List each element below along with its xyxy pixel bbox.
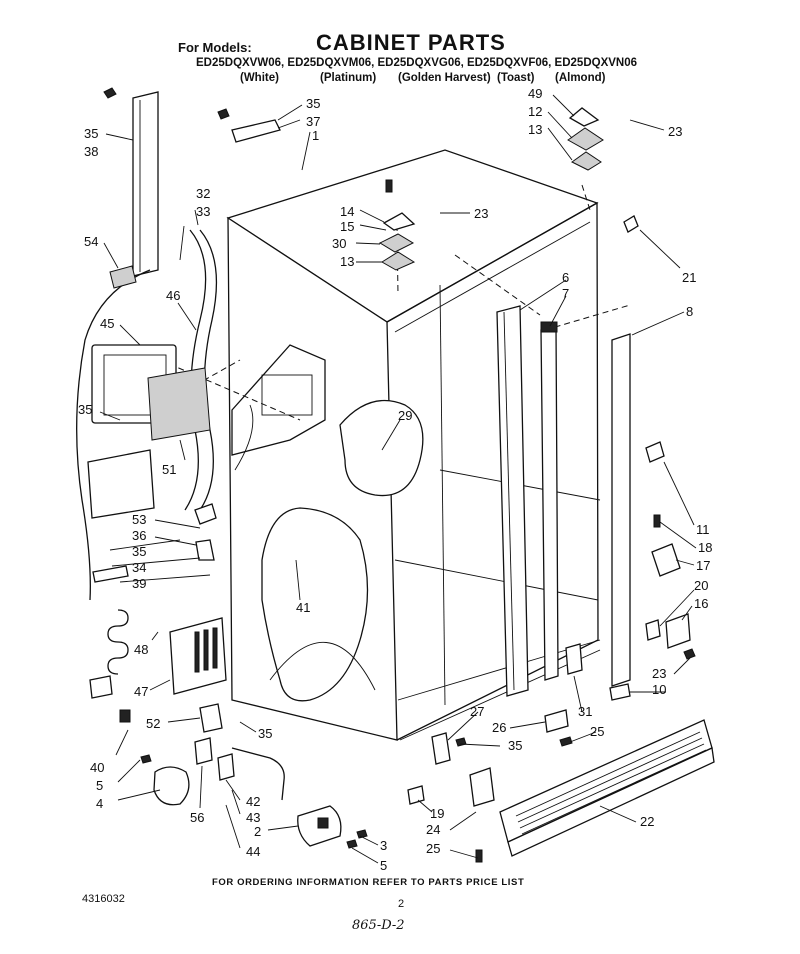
callout-label: 40: [90, 760, 104, 775]
callout-label: 22: [640, 814, 654, 829]
callout-label: 35: [508, 738, 522, 753]
callout-label: 11: [696, 522, 710, 537]
model-list: ED25DQXVW06, ED25DQXVM06, ED25DQXVG06, E…: [196, 57, 638, 69]
callout-label: 4: [96, 796, 103, 811]
top-hinge-center: [378, 179, 416, 271]
callout-label: 13: [528, 122, 542, 137]
callout-label: 41: [296, 600, 310, 615]
callout-label: 10: [652, 682, 666, 697]
callout-label: 35: [132, 544, 146, 559]
color-golden-harvest: (Golden Harvest): [398, 72, 491, 84]
leader-lines: [99, 94, 697, 864]
right-hardware: [609, 215, 696, 701]
callout-label: 23: [474, 206, 488, 221]
callout-label: 46: [166, 288, 180, 303]
callout-label: 45: [100, 316, 114, 331]
callout-label: 14: [340, 204, 354, 219]
color-toast: (Toast): [497, 72, 535, 84]
callout-label: 26: [492, 720, 506, 735]
callout-label: 17: [696, 558, 710, 573]
callout-label: 54: [84, 234, 98, 249]
callout-label: 24: [426, 822, 440, 837]
callout-label: 29: [398, 408, 412, 423]
callout-label: 39: [132, 576, 146, 591]
color-platinum: (Platinum): [320, 72, 377, 84]
callout-label: 20: [694, 578, 708, 593]
callout-label: 13: [340, 254, 354, 269]
callout-label: 56: [190, 810, 204, 825]
callout-label: 42: [246, 794, 260, 809]
callout-label: 51: [162, 462, 176, 477]
callout-label: 5: [96, 778, 103, 793]
callout-label: 21: [682, 270, 696, 285]
callout-label: 27: [470, 704, 484, 719]
ordering-note: FOR ORDERING INFORMATION REFER TO PARTS …: [212, 877, 525, 888]
trim-strip-38: [103, 87, 159, 277]
callout-label: 36: [132, 528, 146, 543]
callout-label: 32: [196, 186, 210, 201]
callout-label: 6: [562, 270, 569, 285]
page-title: CABINET PARTS: [316, 30, 506, 55]
callout-label: 3: [380, 838, 387, 853]
callout-label: 47: [134, 684, 148, 699]
top-bracket-37: [217, 108, 281, 143]
callout-label: 33: [196, 204, 210, 219]
callout-label: 1: [312, 128, 319, 143]
color-almond: (Almond): [555, 72, 606, 84]
control-box: [169, 617, 227, 695]
callout-label: 12: [528, 104, 542, 119]
part-number: 4316032: [82, 893, 125, 905]
callout-label: 23: [668, 124, 682, 139]
callout-label: 5: [380, 858, 387, 873]
callout-label: 7: [562, 286, 569, 301]
callout-label: 19: [430, 806, 444, 821]
callout-label: 18: [698, 540, 712, 555]
callout-label: 15: [340, 219, 354, 234]
bottom-hinge: [297, 805, 368, 849]
callout-label: 2: [254, 824, 261, 839]
callout-numbers: 35 38 54 32 33 46 45 35 51 53 36 35 34 3…: [78, 86, 712, 873]
callout-label: 35: [258, 726, 272, 741]
for-models-label: For Models:: [178, 40, 252, 55]
top-hinge-right: [567, 107, 604, 171]
callout-label: 35: [84, 126, 98, 141]
page-number: 2: [398, 898, 405, 910]
door-panels: [496, 305, 631, 697]
callout-label: 8: [686, 304, 693, 319]
bottom-left-hardware: [140, 703, 285, 806]
callout-label: 48: [134, 642, 148, 657]
callout-label: 37: [306, 114, 320, 129]
callout-label: 16: [694, 596, 708, 611]
callout-label: 34: [132, 560, 146, 575]
handwritten-note: 865-D-2: [352, 918, 405, 933]
callout-label: 30: [332, 236, 346, 251]
color-white: (White): [240, 72, 279, 84]
callout-label: 25: [426, 841, 440, 856]
callout-label: 35: [306, 96, 320, 111]
callout-label: 31: [578, 704, 592, 719]
callout-label: 49: [528, 86, 542, 101]
bottom-small-parts: [407, 643, 583, 807]
callout-label: 52: [146, 716, 160, 731]
callout-label: 43: [246, 810, 260, 825]
callout-label: 25: [590, 724, 604, 739]
base-grille: [475, 719, 715, 863]
callout-label: 23: [652, 666, 666, 681]
callout-label: 44: [246, 844, 260, 859]
callout-label: 38: [84, 144, 98, 159]
callout-label: 53: [132, 512, 146, 527]
left-components: [76, 229, 218, 723]
cabinet-body: [159, 149, 631, 741]
callout-label: 35: [78, 402, 92, 417]
